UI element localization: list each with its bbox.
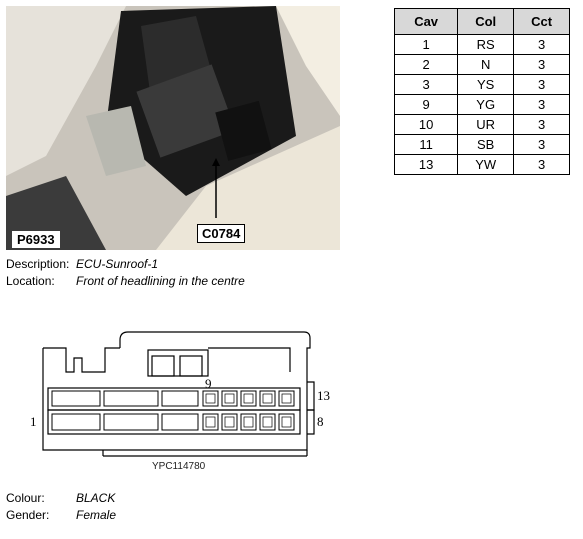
connector-boss-right bbox=[179, 355, 203, 377]
cavity-3-top bbox=[161, 390, 199, 407]
pin-label-13: 13 bbox=[317, 388, 330, 403]
cavity-5 bbox=[221, 413, 238, 431]
location-line: Location: Front of headlining in the cent… bbox=[6, 274, 245, 288]
colour-line: Colour: BLACK bbox=[6, 491, 115, 505]
cell-cav: 3 bbox=[393, 74, 459, 95]
connector-right-tab-top bbox=[307, 381, 315, 411]
cavity-6 bbox=[240, 413, 257, 431]
connector-right-tab-bottom bbox=[307, 409, 315, 435]
cavity-2-top bbox=[103, 390, 159, 407]
gender-value: Female bbox=[76, 508, 117, 522]
description-label: Description: bbox=[6, 257, 70, 271]
connector-outline bbox=[42, 331, 311, 451]
cell-cav: 9 bbox=[393, 94, 459, 115]
pin-label-1: 1 bbox=[30, 414, 37, 429]
table-row: 3 YS 3 bbox=[393, 74, 570, 95]
pin-label-9: 9 bbox=[205, 376, 212, 391]
cavity-8 bbox=[278, 413, 295, 431]
cavity-13 bbox=[278, 390, 295, 407]
cell-cav: 10 bbox=[393, 114, 459, 135]
cell-cav: 1 bbox=[393, 34, 459, 55]
cavity-2 bbox=[103, 413, 159, 431]
connector-reference: YPC114780 bbox=[152, 461, 206, 472]
description-value: ECU-Sunroof-1 bbox=[76, 257, 159, 271]
cell-cav: 2 bbox=[393, 54, 459, 75]
cavity-1 bbox=[51, 413, 101, 431]
cell-cav: 13 bbox=[393, 154, 459, 175]
connector-rib bbox=[208, 347, 291, 372]
cavity-3 bbox=[161, 413, 199, 431]
cavity-7 bbox=[259, 413, 276, 431]
pin-table-header: Cav Col Cct bbox=[393, 8, 570, 35]
cavity-12 bbox=[259, 390, 276, 407]
cavity-9 bbox=[202, 390, 219, 407]
cell-col: RS bbox=[457, 34, 515, 55]
gender-line: Gender: Female bbox=[6, 508, 116, 522]
header-cav: Cav bbox=[393, 8, 459, 35]
colour-value: BLACK bbox=[76, 491, 116, 505]
cell-cct: 3 bbox=[513, 114, 570, 135]
pin-table: Cav Col Cct 1 RS 3 2 N 3 3 YS 3 9 YG 3 1… bbox=[393, 8, 570, 175]
cavity-1-top bbox=[51, 390, 101, 407]
table-row: 13 YW 3 bbox=[393, 154, 570, 175]
location-value: Front of headlining in the centre bbox=[76, 274, 245, 288]
cell-cct: 3 bbox=[513, 74, 570, 95]
connector-photo: P6933 C0784 bbox=[6, 6, 340, 250]
cell-cav: 11 bbox=[393, 134, 459, 155]
connector-face-diagram: 9 13 1 8 bbox=[30, 331, 330, 457]
connector-callout: C0784 bbox=[197, 224, 246, 243]
connector-notch-left bbox=[43, 347, 120, 373]
cell-cct: 3 bbox=[513, 34, 570, 55]
cell-cct: 3 bbox=[513, 154, 570, 175]
cavity-4 bbox=[202, 413, 219, 431]
table-row: 2 N 3 bbox=[393, 54, 570, 75]
header-cct: Cct bbox=[513, 8, 570, 35]
cell-col: UR bbox=[457, 114, 515, 135]
table-row: 9 YG 3 bbox=[393, 94, 570, 115]
header-col: Col bbox=[457, 8, 515, 35]
connector-boss bbox=[147, 349, 209, 377]
pin-row-bottom-frame bbox=[47, 409, 301, 435]
cell-cct: 3 bbox=[513, 134, 570, 155]
photo-id-label: P6933 bbox=[12, 231, 60, 248]
table-row: 11 SB 3 bbox=[393, 134, 570, 155]
cell-col: N bbox=[457, 54, 515, 75]
cavity-11 bbox=[240, 390, 257, 407]
connector-boss-left bbox=[151, 355, 175, 377]
cell-col: YS bbox=[457, 74, 515, 95]
cell-col: SB bbox=[457, 134, 515, 155]
table-row: 1 RS 3 bbox=[393, 34, 570, 55]
cell-col: YW bbox=[457, 154, 515, 175]
table-row: 10 UR 3 bbox=[393, 114, 570, 135]
location-label: Location: bbox=[6, 274, 55, 288]
photo-illustration bbox=[6, 6, 340, 250]
colour-label: Colour: bbox=[6, 491, 45, 505]
cell-cct: 3 bbox=[513, 94, 570, 115]
description-line: Description: ECU-Sunroof-1 bbox=[6, 257, 158, 271]
cavity-10 bbox=[221, 390, 238, 407]
cell-cct: 3 bbox=[513, 54, 570, 75]
cell-col: YG bbox=[457, 94, 515, 115]
gender-label: Gender: bbox=[6, 508, 50, 522]
pin-label-8: 8 bbox=[317, 414, 324, 429]
